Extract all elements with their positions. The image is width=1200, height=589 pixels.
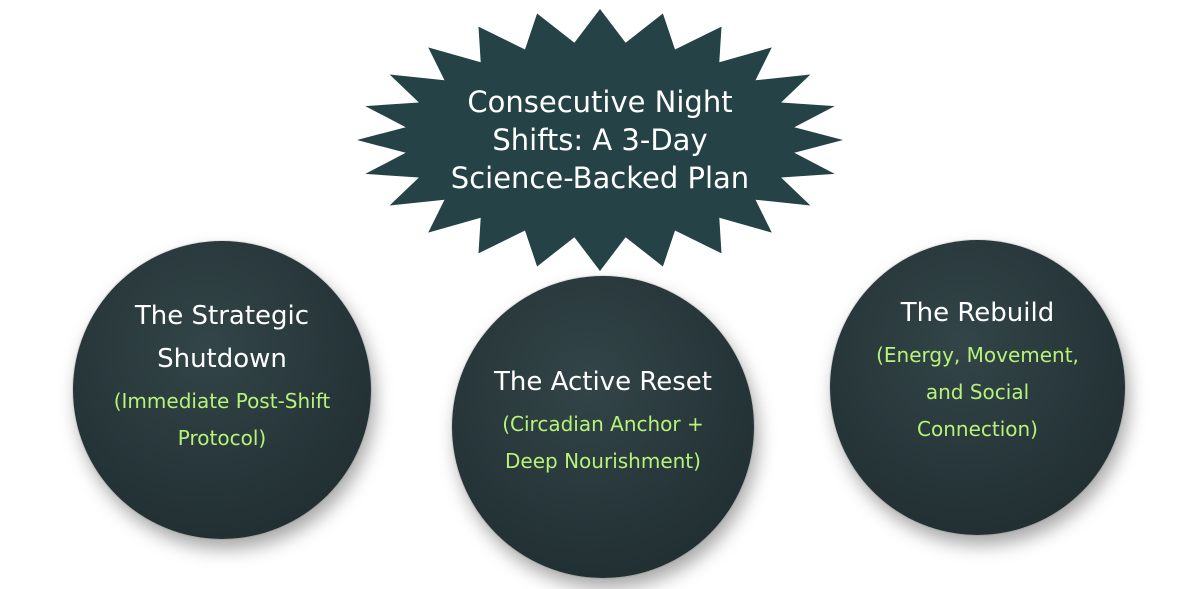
step-circle-active-reset: The Active Reset (Circadian Anchor + Dee…	[452, 276, 754, 578]
diagram-title: Consecutive Night Shifts: A 3-Day Scienc…	[450, 85, 750, 195]
step-subtitle: (Immediate Post-Shift Protocol)	[113, 389, 331, 450]
title-starburst: Consecutive Night Shifts: A 3-Day Scienc…	[355, 8, 845, 272]
step-circle-strategic-shutdown: The Strategic Shutdown (Immediate Post-S…	[73, 241, 371, 539]
step-subtitle: (Energy, Movement, and Social Connection…	[876, 342, 1079, 441]
starburst-polygon	[357, 9, 843, 271]
step-subtitle: (Circadian Anchor + Deep Nourishment)	[502, 411, 704, 473]
step-circle-rebuild: The Rebuild (Energy, Movement, and Socia…	[830, 240, 1125, 535]
step-title: The Rebuild	[900, 297, 1055, 328]
step-title: The Strategic Shutdown	[134, 301, 310, 374]
step-title: The Active Reset	[494, 366, 712, 397]
starburst-shape	[357, 9, 843, 271]
